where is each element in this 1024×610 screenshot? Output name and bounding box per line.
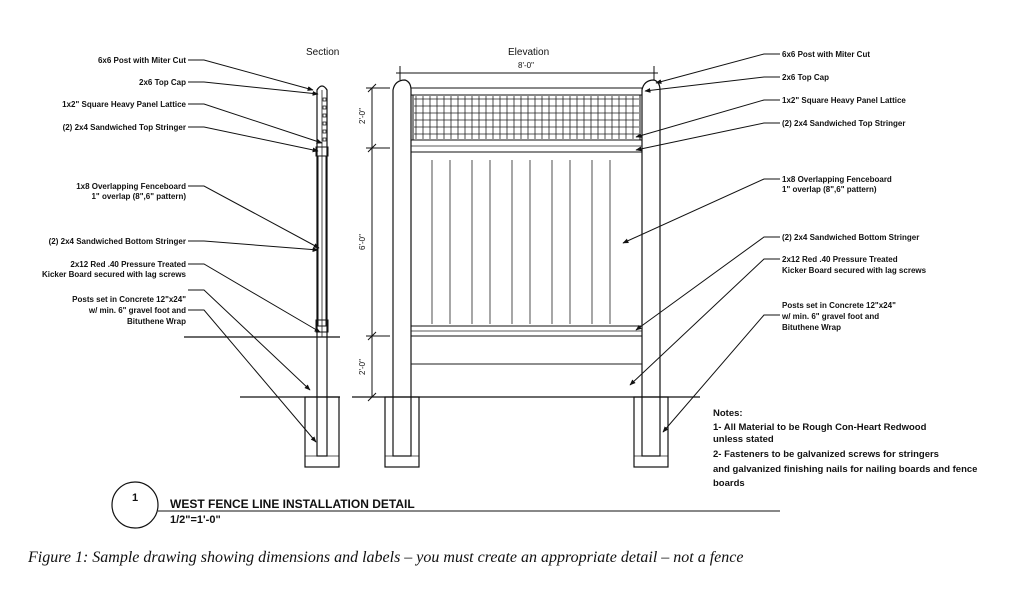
left-label-top-stringer: (2) 2x4 Sandwiched Top Stringer xyxy=(63,123,186,132)
right-label-post: 6x6 Post with Miter Cut xyxy=(782,50,870,59)
section-bottom-stringer xyxy=(315,319,329,333)
fence-boards xyxy=(431,160,611,324)
left-label-concrete: Posts set in Concrete 12"x24" xyxy=(72,295,186,304)
detail-number-circle xyxy=(111,481,159,529)
left-label-fenceboard: 1x8 Overlapping Fenceboard xyxy=(76,182,186,191)
right-label-fenceboard: 1x8 Overlapping Fenceboard xyxy=(782,175,892,184)
height-dimensions: 2'-0" 6'-0" 2'-0" xyxy=(358,83,390,402)
right-label-kicker-2: Kicker Board secured with lag screws xyxy=(782,266,927,275)
section-heading: Section xyxy=(306,47,339,58)
left-label-post: 6x6 Post with Miter Cut xyxy=(98,56,186,65)
detail-scale: 1/2"=1'-0" xyxy=(170,514,221,526)
right-label-concrete-3: Bituthene Wrap xyxy=(782,323,841,332)
right-label-lattice: 1x2" Square Heavy Panel Lattice xyxy=(782,96,906,105)
left-labels: 6x6 Post with Miter Cut 2x6 Top Cap 1x2"… xyxy=(42,56,187,326)
left-label-kicker-2: Kicker Board secured with lag screws xyxy=(42,270,187,279)
right-label-bottom-stringer: (2) 2x4 Sandwiched Bottom Stringer xyxy=(782,233,919,242)
right-label-fenceboard-overlap: 1" overlap (8",6" pattern) xyxy=(782,185,877,194)
elevation-heading: Elevation xyxy=(508,47,549,58)
right-label-concrete-2: w/ min. 6" gravel foot and xyxy=(781,312,879,321)
right-label-top-stringer: (2) 2x4 Sandwiched Top Stringer xyxy=(782,119,905,128)
left-label-lattice: 1x2" Square Heavy Panel Lattice xyxy=(62,100,186,109)
title-block: 1 WEST FENCE LINE INSTALLATION DETAIL 1/… xyxy=(111,481,780,529)
elevation-kicker-board xyxy=(410,335,643,365)
left-label-concrete-2: w/ min. 6" gravel foot and xyxy=(88,306,186,315)
lattice-grid xyxy=(414,96,639,139)
left-label-kicker: 2x12 Red .40 Pressure Treated xyxy=(70,260,186,269)
left-label-bottom-stringer: (2) 2x4 Sandwiched Bottom Stringer xyxy=(49,237,186,246)
section-concrete-footing xyxy=(304,396,340,468)
note-2-cont-2: boards xyxy=(713,478,745,489)
elevation-view: 8'-0" xyxy=(358,61,669,468)
detail-title: WEST FENCE LINE INSTALLATION DETAIL xyxy=(170,497,415,511)
elevation-lattice-panel xyxy=(412,94,641,141)
section-fenceboard xyxy=(317,155,327,327)
left-label-concrete-3: Bituthene Wrap xyxy=(127,317,186,326)
right-leaders xyxy=(622,53,780,433)
base-height-text: 2'-0" xyxy=(358,359,367,375)
left-label-top-cap: 2x6 Top Cap xyxy=(139,78,186,87)
note-2: 2- Fasteners to be galvanized screws for… xyxy=(713,449,939,460)
elevation-top-cap xyxy=(410,87,643,96)
right-label-kicker: 2x12 Red .40 Pressure Treated xyxy=(782,255,898,264)
right-label-top-cap: 2x6 Top Cap xyxy=(782,73,829,82)
note-2-cont: and galvanized finishing nails for naili… xyxy=(713,464,977,475)
width-dimension-text: 8'-0" xyxy=(518,61,534,70)
elevation-left-footing xyxy=(384,396,420,468)
notes: Notes: 1- All Material to be Rough Con-H… xyxy=(713,408,977,489)
detail-number: 1 xyxy=(132,492,138,504)
notes-heading: Notes: xyxy=(713,408,743,419)
lattice-height-text: 2'-0" xyxy=(358,108,367,124)
left-leaders xyxy=(188,59,323,443)
figure-caption: Figure 1: Sample drawing showing dimensi… xyxy=(27,549,743,566)
left-label-fenceboard-overlap: 1" overlap (8",6" pattern) xyxy=(91,192,186,201)
section-post xyxy=(316,85,328,457)
elevation-left-post xyxy=(392,79,412,457)
note-1-cont: unless stated xyxy=(713,434,774,445)
section-view xyxy=(304,85,340,468)
boards-height-text: 6'-0" xyxy=(358,234,367,250)
elevation-right-post xyxy=(641,79,661,457)
right-label-concrete: Posts set in Concrete 12"x24" xyxy=(782,301,896,310)
section-lattice xyxy=(322,97,327,142)
note-1: 1- All Material to be Rough Con-Heart Re… xyxy=(713,422,927,433)
right-labels: 6x6 Post with Miter Cut 2x6 Top Cap 1x2"… xyxy=(781,50,927,332)
